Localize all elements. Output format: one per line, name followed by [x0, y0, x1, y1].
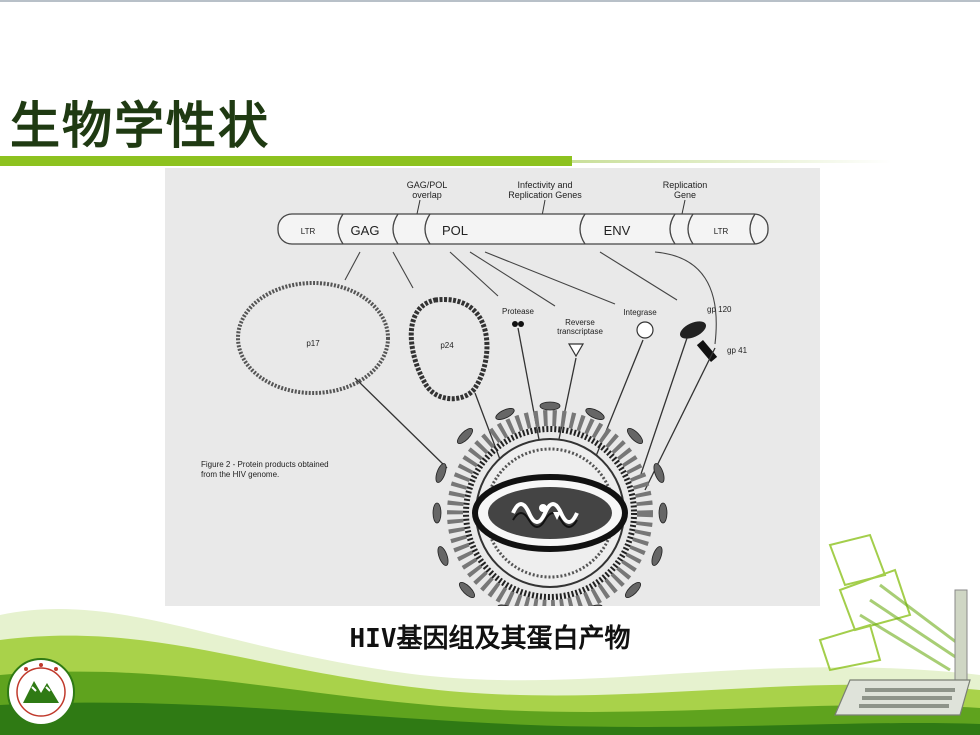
label-replication: Replication [663, 180, 708, 190]
p17-ring [236, 281, 390, 395]
hiv-diagram: GAG/POL overlap Infectivity and Replicat… [201, 180, 769, 621]
label-transcriptase: transcriptase [557, 327, 603, 336]
label-protease: Protease [502, 307, 535, 316]
label-gp41: gp 41 [727, 346, 748, 355]
figure-caption: HIV基因组及其蛋白产物 [349, 624, 631, 654]
segment-env: ENV [604, 223, 631, 238]
rt-icon [567, 343, 585, 358]
segment-ltr-right: LTR [714, 227, 729, 236]
laptop-illustration-icon [818, 533, 971, 716]
label-infectivity: Infectivity and [517, 180, 572, 190]
label-p17: p17 [306, 339, 320, 348]
label-replication-genes: Replication Genes [508, 190, 582, 200]
university-logo-icon [7, 658, 75, 726]
top-border-line [0, 0, 980, 2]
genome-bar [277, 213, 769, 245]
hiv-virion [447, 410, 653, 616]
figure-legend-line2: from the HIV genome. [201, 470, 279, 479]
protease-icon [512, 321, 518, 327]
hiv-genome-figure: GAG/POL overlap Infectivity and Replicat… [165, 168, 820, 621]
title-underline-bar [0, 156, 572, 166]
slide-title: 生物学性状 [10, 97, 270, 155]
label-gene: Gene [674, 190, 696, 200]
segment-gag: GAG [351, 223, 380, 238]
genome-arrows [344, 251, 717, 345]
label-overlap: overlap [412, 190, 442, 200]
gp41-icon [696, 340, 718, 362]
label-p24: p24 [440, 341, 454, 350]
label-gp120: gp 120 [707, 305, 732, 314]
label-reverse: Reverse [565, 318, 595, 327]
integrase-icon [636, 321, 654, 339]
figure-legend-line1: Figure 2 - Protein products obtained [201, 460, 329, 469]
segment-ltr-left: LTR [301, 227, 316, 236]
gp120-icon [679, 321, 707, 339]
bottom-wave-decoration [0, 609, 980, 735]
p24-capsid [408, 297, 490, 402]
segment-pol: POL [442, 223, 468, 238]
label-gag-pol: GAG/POL [407, 180, 448, 190]
label-integrase: Integrase [623, 308, 657, 317]
title-underline-fade [572, 160, 892, 163]
